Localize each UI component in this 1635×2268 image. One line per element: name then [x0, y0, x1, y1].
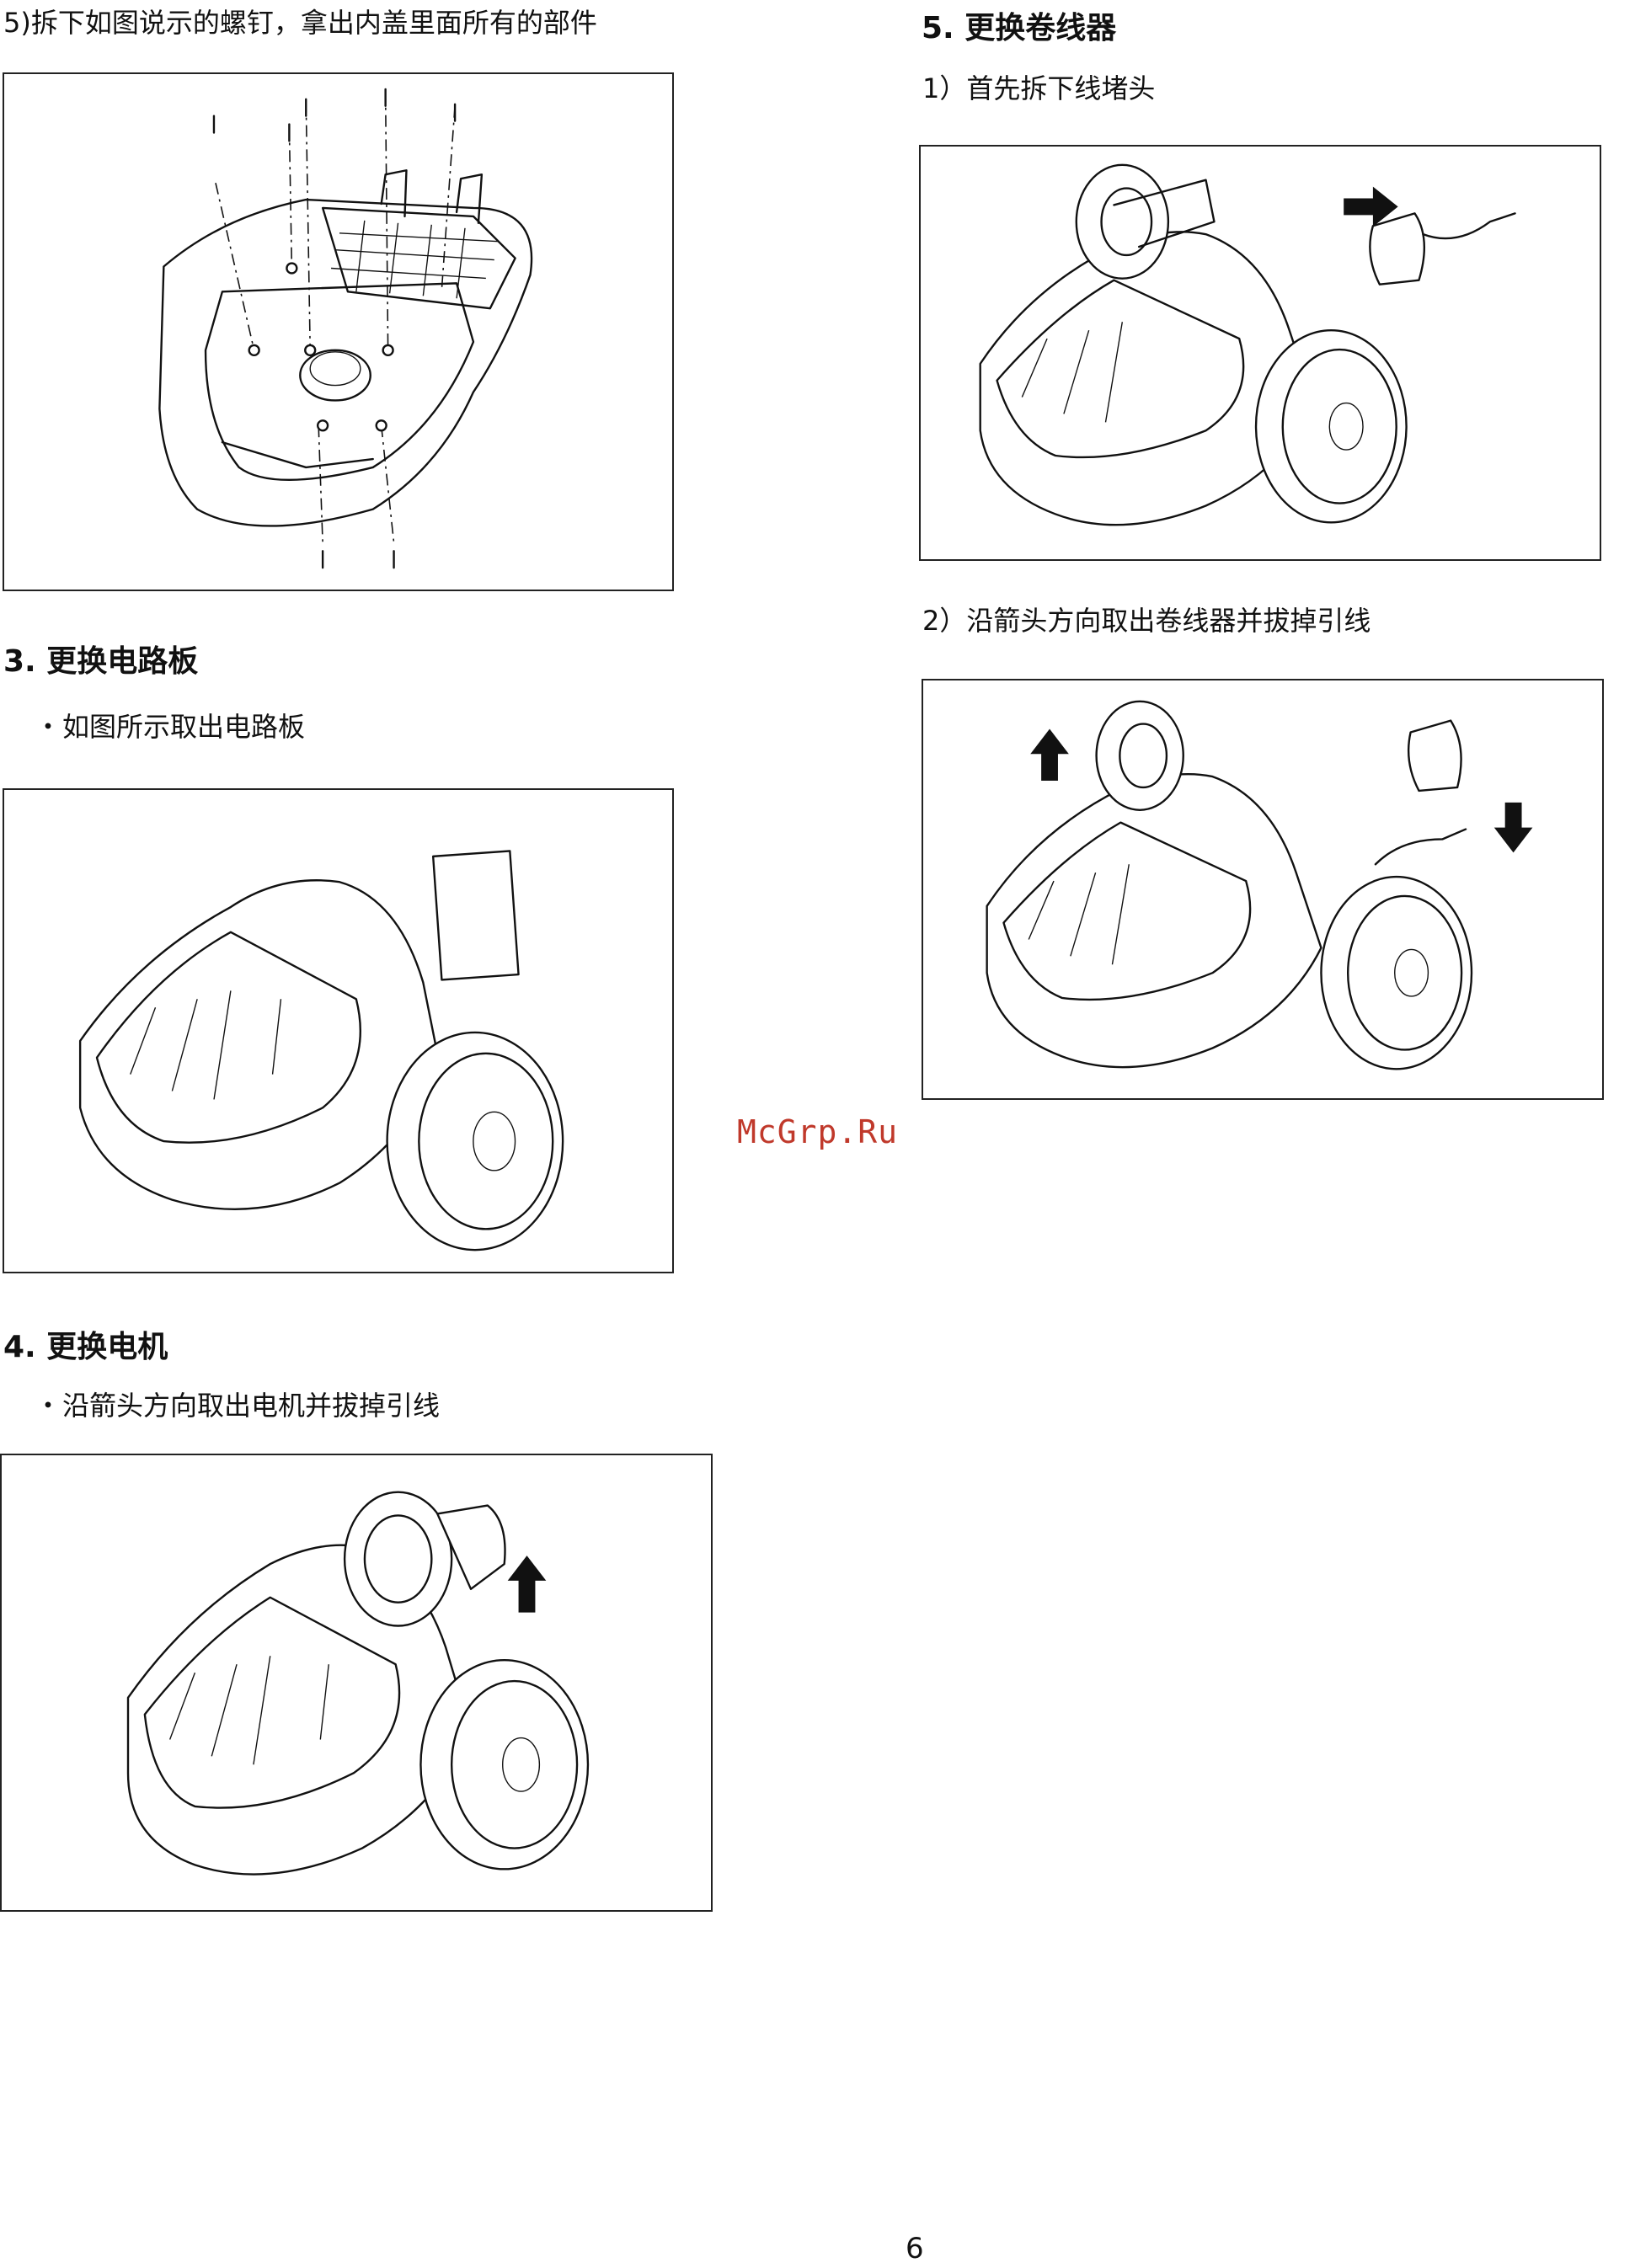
inner-cover-illustration — [4, 74, 672, 590]
section5-step1: 1）首先拆下线堵头 — [922, 67, 1155, 106]
section4-title: 4. 更换电机 — [3, 1322, 168, 1366]
bullet-icon: ・ — [34, 1385, 62, 1423]
section5-step2: 2）沿箭头方向取出卷线器并拔掉引线 — [922, 600, 1371, 638]
figure-inner-cover-screws — [3, 72, 674, 591]
watermark-text: McGrp.Ru — [737, 1113, 898, 1150]
circuit-board-illustration — [4, 790, 672, 1272]
section3-title: 3. 更换电路板 — [3, 637, 198, 680]
section4-bullet-text: 沿箭头方向取出电机并拔掉引线 — [62, 1390, 440, 1422]
bullet-icon: ・ — [34, 706, 62, 744]
cord-reel-illustration — [923, 680, 1602, 1098]
figure-cord-cap-removal — [919, 145, 1601, 561]
section3-bullet-text: 如图所示取出电路板 — [62, 711, 305, 743]
section5-title: 5. 更换卷线器 — [922, 3, 1116, 47]
section4-bullet-item: ・沿箭头方向取出电机并拔掉引线 — [34, 1385, 440, 1423]
cord-cap-illustration — [921, 147, 1600, 559]
motor-illustration — [2, 1455, 711, 1910]
section3-bullet-item: ・如图所示取出电路板 — [34, 706, 305, 744]
page-number: 6 — [906, 2232, 924, 2265]
step5-caption: 5)拆下如图说示的螺钉，拿出内盖里面所有的部件 — [3, 2, 597, 40]
figure-cord-reel-removal — [922, 679, 1604, 1100]
figure-circuit-board-removal — [3, 788, 674, 1273]
figure-motor-removal — [0, 1454, 713, 1912]
